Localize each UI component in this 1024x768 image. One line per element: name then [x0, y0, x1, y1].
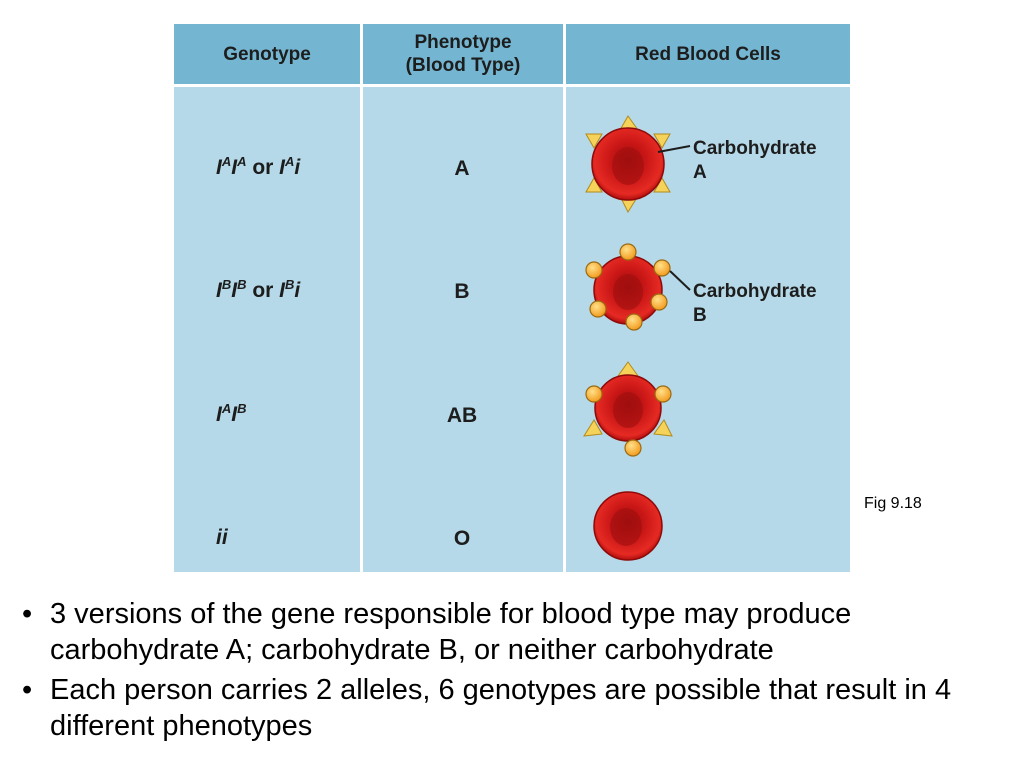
bullet-item: • Each person carries 2 alleles, 6 genot…	[22, 674, 952, 742]
red-blood-cell-b	[585, 243, 691, 331]
header-phenotype: Phenotype (Blood Type)	[405, 32, 521, 76]
carbohydrate-b-marker	[624, 439, 642, 457]
carbohydrate-a-marker	[585, 133, 603, 150]
phenotype-b: B	[454, 280, 470, 303]
phenotype-o: O	[453, 527, 471, 550]
carbohydrate-b-marker	[585, 261, 603, 279]
bullet-list: • 3 versions of the gene responsible for…	[22, 596, 1012, 748]
genotype-a: IAIA or IAi	[216, 154, 301, 179]
header-genotype: Genotype	[223, 43, 311, 65]
carbohydrate-a-label: Carbohydrate A	[693, 138, 817, 183]
genotype-ab: IAIB	[216, 401, 247, 426]
carbohydrate-b-marker	[650, 293, 668, 311]
carbohydrate-b-marker	[653, 259, 671, 277]
figure-label: Fig 9.18	[864, 495, 922, 512]
red-blood-cell-a	[585, 115, 691, 214]
carbohydrate-b-marker	[619, 243, 637, 261]
header-red-blood-cells: Red Blood Cells	[635, 43, 781, 65]
blood-type-figure: Genotype Phenotype (Blood Type) Red Bloo…	[174, 24, 850, 572]
carbohydrate-a-marker	[583, 419, 603, 437]
header-divider	[174, 84, 850, 87]
table-header	[174, 24, 850, 84]
genotype-b: IBIB or IBi	[216, 277, 301, 302]
carbohydrate-b-marker	[654, 385, 672, 403]
carbohydrate-b-pointer	[669, 270, 691, 291]
red-blood-cell-o	[593, 491, 663, 561]
genotype-o: ii	[216, 526, 228, 549]
carbohydrate-a-marker	[617, 361, 639, 377]
carbohydrate-a-marker	[653, 133, 671, 150]
bullet-item: • 3 versions of the gene responsible for…	[22, 598, 852, 666]
carbohydrate-a-marker	[653, 419, 673, 437]
column-divider	[360, 24, 363, 572]
bullet-marker: •	[22, 598, 33, 630]
phenotype-ab: AB	[446, 404, 478, 427]
phenotype-a: A	[454, 157, 470, 180]
red-blood-cell-ab	[583, 361, 673, 457]
carbohydrate-b-label: Carbohydrate B	[693, 281, 817, 326]
carbohydrate-b-marker	[625, 313, 643, 331]
column-divider	[563, 24, 566, 572]
bullet-marker: •	[22, 674, 33, 706]
carbohydrate-b-marker	[585, 385, 603, 403]
red-blood-cells-illustration	[583, 115, 691, 561]
carbohydrate-b-marker	[589, 300, 607, 318]
carbohydrate-a-pointer	[657, 145, 691, 153]
